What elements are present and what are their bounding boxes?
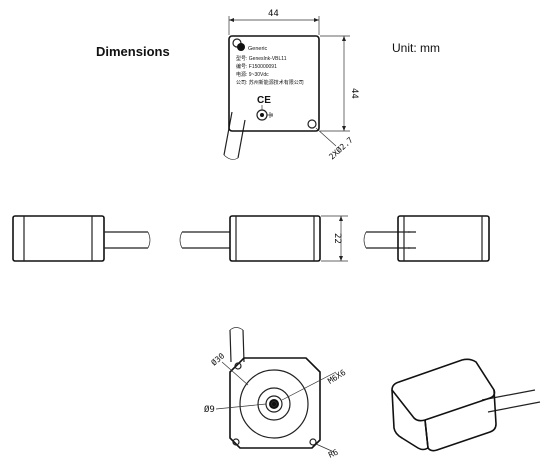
label-line-model: 型号: GenesInk-VBL11 [236,55,287,62]
brand-logo-icon [237,43,245,51]
side-view-left [12,215,151,262]
bottom-view-body [229,357,321,449]
label-line-company: 公司: 苏州新能源技术有限公司 [236,79,304,86]
top-view-body [228,35,320,132]
side-view-center: 22 [179,215,348,262]
bottom-hole-bottom-right [309,438,317,446]
dim-holes: 2XØ2.7 [327,135,355,162]
side-view-right [363,215,490,262]
title-dimensions: Dimensions [96,44,170,59]
dim-height: 44 [349,88,359,99]
dim-inner-diameter: Ø9 [204,404,215,415]
dim-width: 44 [268,9,279,19]
ce-mark-icon: CE [257,95,271,106]
label-brand: Generic [248,46,268,52]
mounting-hole-bottom-right [307,119,317,129]
dim-thread: M6X6 [326,368,347,386]
dim-thickness: 22 [332,233,342,244]
dim-outer-diameter: Ø30 [209,350,227,367]
unit-label: Unit: mm [392,41,440,55]
dim-radius: R6 [327,448,340,460]
top-view: Generic 型号: GenesInk-VBL11 编号: F15000009… [223,9,359,162]
bottom-hole-top-left [234,362,242,370]
isometric-view [391,358,541,452]
ground-symbol-icon [256,105,273,121]
label-line-serial: 编号: F150000091 [236,63,277,70]
bottom-view: Ø30 Ø9 M6X6 R6 [204,327,348,460]
label-line-power: 电源: 9~30Vdc [236,71,269,78]
bottom-hole-bottom-left [232,438,240,446]
